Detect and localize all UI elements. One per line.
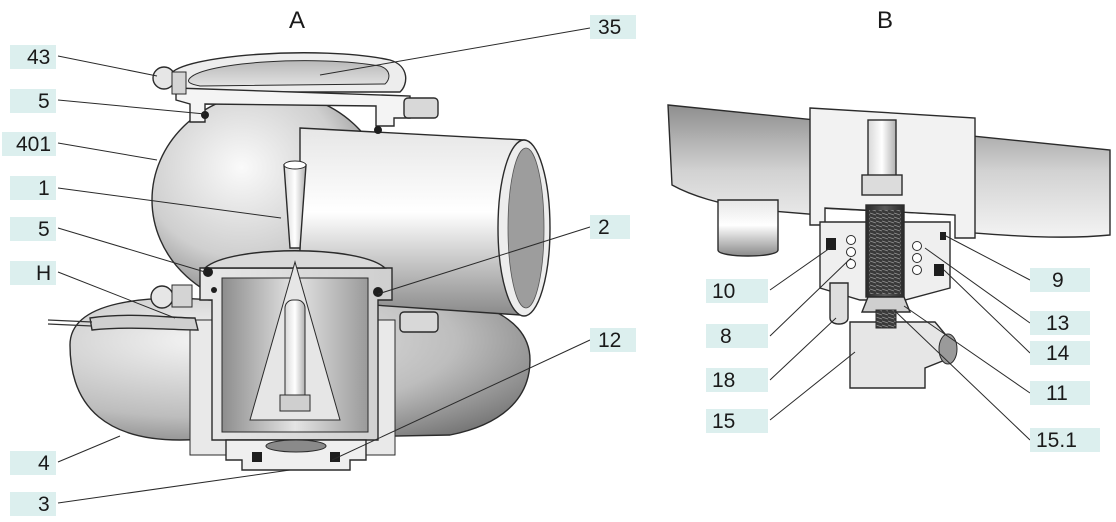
heater-wires xyxy=(47,319,93,327)
label-box-3 xyxy=(10,492,56,516)
label-4: 4 xyxy=(38,452,50,475)
label-8: 8 xyxy=(720,325,732,348)
o-ring-5-top-left xyxy=(201,111,209,119)
label-15: 15 xyxy=(712,410,735,433)
b-threaded-rod xyxy=(875,309,897,329)
o-ring-5-top-right xyxy=(374,126,382,134)
b-ball-right-3 xyxy=(912,265,922,275)
top-cover-inner xyxy=(187,60,390,87)
label-11: 11 xyxy=(1046,382,1068,405)
label-12: 12 xyxy=(598,329,621,352)
b-fitting-18 xyxy=(829,282,849,325)
label-box-14 xyxy=(1030,341,1090,365)
view-title-b: B xyxy=(877,7,893,34)
label-box-H xyxy=(10,261,56,285)
label-H: H xyxy=(36,262,51,285)
b-elbow-15 xyxy=(849,321,951,389)
label-box-12 xyxy=(590,328,636,352)
label-3: 3 xyxy=(38,493,50,516)
label-box-1 xyxy=(10,176,56,200)
inner-rod xyxy=(284,299,306,411)
b-seal-10 xyxy=(826,238,836,250)
b-stem xyxy=(867,119,897,186)
label-box-11 xyxy=(1030,381,1090,405)
b-ball-right-1 xyxy=(912,241,922,251)
label-box-43 xyxy=(10,45,56,69)
b-pipe-stub xyxy=(717,199,779,257)
label-box-5-mid xyxy=(10,217,56,241)
label-14: 14 xyxy=(1046,342,1070,365)
b-nut-151 xyxy=(860,296,912,313)
inner-rod-nut xyxy=(279,394,311,412)
bottom-port xyxy=(265,439,327,453)
label-9: 9 xyxy=(1052,269,1064,292)
view-b-drawing xyxy=(667,104,1111,389)
b-elbow-port xyxy=(938,333,958,365)
b-seal-9 xyxy=(940,232,946,240)
o-ring-5-mid-left-b xyxy=(211,287,217,293)
view-a-drawing xyxy=(47,52,551,471)
b-seal-14 xyxy=(934,264,944,276)
b-ball-left-1 xyxy=(846,235,856,245)
label-43: 43 xyxy=(27,46,50,69)
label-box-401 xyxy=(2,132,56,156)
label-1: 1 xyxy=(38,177,50,200)
bottom-flange xyxy=(225,439,367,471)
clamp-body-right xyxy=(403,97,439,119)
seal-12-left xyxy=(252,452,262,462)
b-ball-right-2 xyxy=(912,253,922,263)
label-18: 18 xyxy=(712,369,735,392)
valve-stem-tip xyxy=(283,160,307,170)
clamp-knob-mid xyxy=(150,285,174,309)
label-401: 401 xyxy=(16,133,51,156)
clamp-mid-right xyxy=(399,311,439,333)
label-box-35 xyxy=(590,15,636,39)
b-ball-left-2 xyxy=(846,247,856,257)
clamp-mid-left xyxy=(171,284,193,308)
outlet-pipe-bore xyxy=(507,147,545,309)
valve-dome xyxy=(203,250,387,269)
label-5-mid: 5 xyxy=(38,218,50,241)
b-ball-left-3 xyxy=(846,259,856,269)
b-spring-thread xyxy=(869,210,901,294)
label-box-15 xyxy=(706,409,768,433)
label-5-top: 5 xyxy=(38,90,50,113)
label-10: 10 xyxy=(712,280,735,303)
seal-12-right xyxy=(330,452,340,462)
view-title-a: A xyxy=(289,7,305,34)
clamp-body-left xyxy=(171,71,187,95)
label-box-9 xyxy=(1030,268,1090,292)
leader-lines xyxy=(57,27,1031,504)
label-13: 13 xyxy=(1046,312,1069,335)
label-15-1: 15.1 xyxy=(1036,429,1077,452)
b-stem-nut xyxy=(861,174,903,196)
label-2: 2 xyxy=(598,216,610,239)
o-ring-2 xyxy=(373,287,383,297)
heater-H xyxy=(89,314,199,331)
label-box-15-1 xyxy=(1030,428,1100,452)
label-box-18 xyxy=(706,368,768,392)
o-ring-5-mid-left xyxy=(203,267,213,277)
label-box-10 xyxy=(706,279,768,303)
label-box-4 xyxy=(10,451,56,475)
label-box-5-top xyxy=(10,89,56,113)
label-box-2 xyxy=(590,215,630,239)
label-box-13 xyxy=(1030,311,1090,335)
label-box-8 xyxy=(706,324,768,348)
label-35: 35 xyxy=(598,16,621,39)
